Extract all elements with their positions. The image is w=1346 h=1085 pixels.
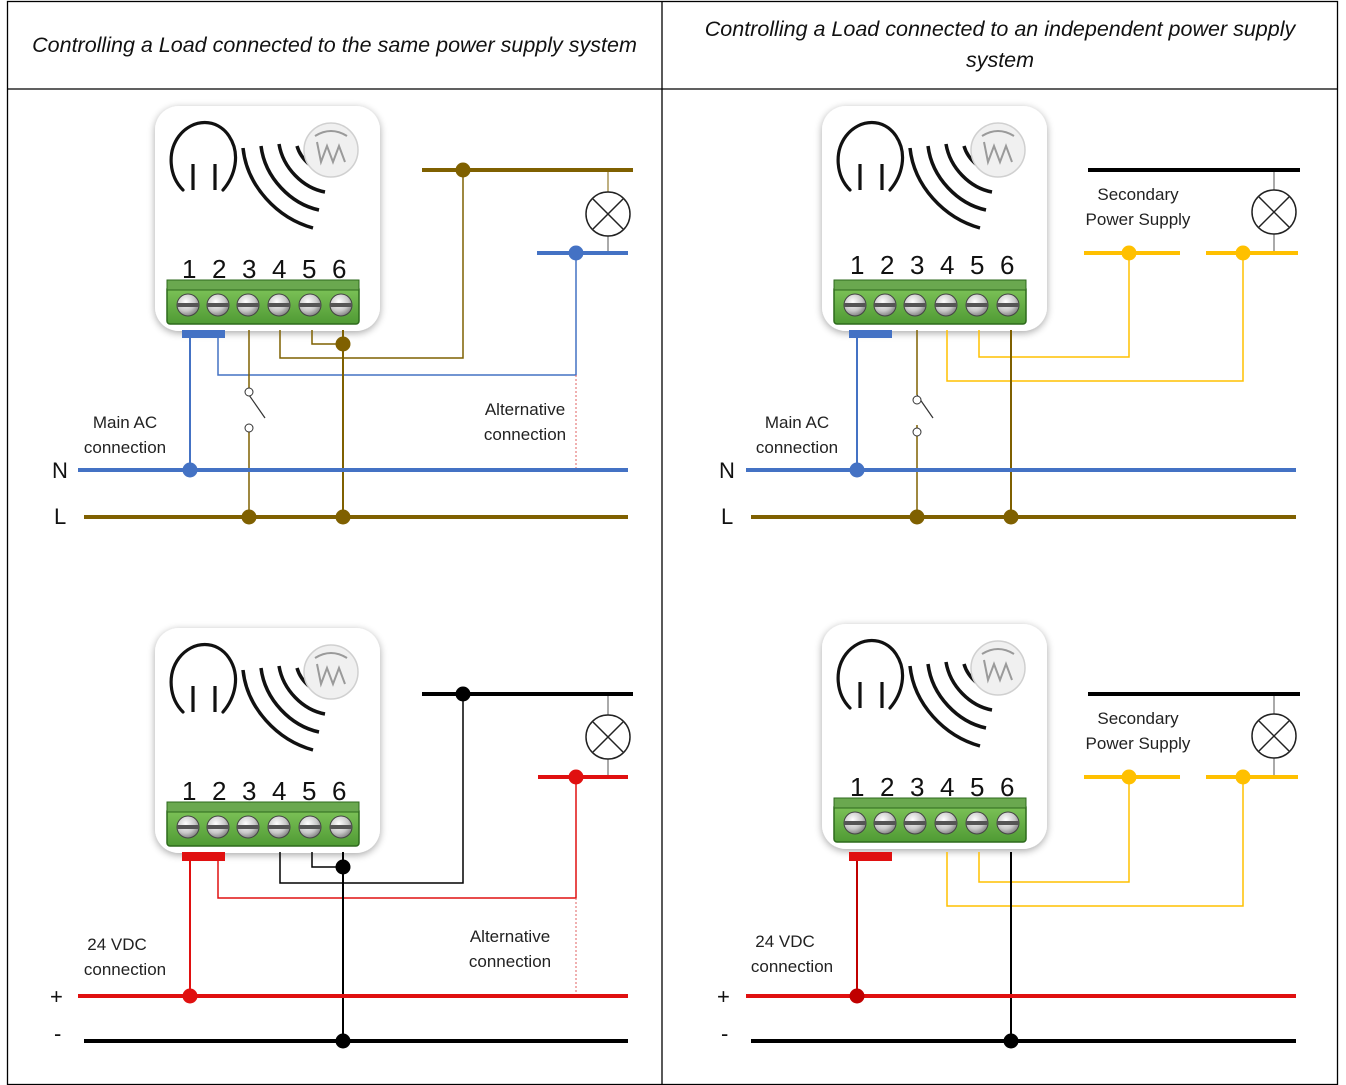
svg-text:connection: connection bbox=[484, 425, 566, 444]
svg-text:connection: connection bbox=[751, 957, 833, 976]
svg-text:5: 5 bbox=[302, 254, 316, 284]
svg-text:Alternative: Alternative bbox=[470, 927, 550, 946]
svg-text:+: + bbox=[50, 984, 63, 1009]
svg-text:3: 3 bbox=[242, 776, 256, 806]
svg-text:Power Supply: Power Supply bbox=[1086, 210, 1191, 229]
terminal-numbers: 1 2 3 4 5 6 bbox=[850, 772, 1014, 802]
svg-text:Power Supply: Power Supply bbox=[1086, 734, 1191, 753]
svg-text:Alternative: Alternative bbox=[485, 400, 565, 419]
svg-text:connection: connection bbox=[756, 438, 838, 457]
svg-text:1: 1 bbox=[850, 250, 864, 280]
svg-text:2: 2 bbox=[212, 254, 226, 284]
svg-text:6: 6 bbox=[1000, 250, 1014, 280]
svg-text:3: 3 bbox=[910, 250, 924, 280]
svg-text:N: N bbox=[719, 458, 735, 483]
svg-text:L: L bbox=[54, 504, 66, 529]
svg-text:4: 4 bbox=[940, 772, 954, 802]
svg-text:connection: connection bbox=[84, 960, 166, 979]
svg-text:5: 5 bbox=[302, 776, 316, 806]
svg-text:L: L bbox=[721, 504, 733, 529]
svg-text:6: 6 bbox=[332, 254, 346, 284]
relay-module bbox=[155, 106, 380, 331]
svg-text:24 VDC: 24 VDC bbox=[755, 932, 815, 951]
svg-text:6: 6 bbox=[1000, 772, 1014, 802]
svg-text:Main AC: Main AC bbox=[765, 413, 829, 432]
svg-text:1: 1 bbox=[182, 254, 196, 284]
svg-text:4: 4 bbox=[272, 254, 286, 284]
svg-text:3: 3 bbox=[242, 254, 256, 284]
svg-text:2: 2 bbox=[880, 772, 894, 802]
svg-text:5: 5 bbox=[970, 250, 984, 280]
lamp-icon bbox=[585, 714, 631, 760]
diagram-dc-same-supply: 1 2 3 4 5 6 bbox=[50, 628, 633, 1049]
svg-text:24 VDC: 24 VDC bbox=[87, 935, 147, 954]
svg-text:Main AC: Main AC bbox=[93, 413, 157, 432]
diagram-ac-same-supply: 1 2 3 4 5 6 bbox=[52, 106, 633, 529]
svg-text:N: N bbox=[52, 458, 68, 483]
svg-text:4: 4 bbox=[940, 250, 954, 280]
svg-text:2: 2 bbox=[212, 776, 226, 806]
relay-module bbox=[822, 624, 1047, 849]
diagram-ac-independent-supply: 1 2 3 4 5 6 bbox=[719, 106, 1300, 529]
svg-text:Secondary: Secondary bbox=[1097, 185, 1179, 204]
header-independent-power-supply: Controlling a Load connected to an indep… bbox=[704, 17, 1296, 72]
svg-text:3: 3 bbox=[910, 772, 924, 802]
header-same-power-supply: Controlling a Load connected to the same… bbox=[32, 32, 637, 57]
diagram-dc-independent-supply: 1 2 3 4 5 6 bbox=[717, 624, 1300, 1049]
svg-text:connection: connection bbox=[469, 952, 551, 971]
svg-text:2: 2 bbox=[880, 250, 894, 280]
svg-text:Secondary: Secondary bbox=[1097, 709, 1179, 728]
svg-text:-: - bbox=[54, 1021, 61, 1046]
svg-text:4: 4 bbox=[272, 776, 286, 806]
svg-text:-: - bbox=[721, 1021, 728, 1046]
terminal-numbers: 1 2 3 4 5 6 bbox=[182, 254, 346, 284]
terminal-numbers: 1 2 3 4 5 6 bbox=[182, 776, 346, 806]
lamp-icon bbox=[1251, 189, 1297, 235]
lamp-icon bbox=[1251, 713, 1297, 759]
lamp-icon bbox=[585, 191, 631, 237]
svg-text:+: + bbox=[717, 984, 730, 1009]
svg-text:6: 6 bbox=[332, 776, 346, 806]
svg-text:5: 5 bbox=[970, 772, 984, 802]
svg-text:1: 1 bbox=[850, 772, 864, 802]
relay-module bbox=[822, 106, 1047, 331]
relay-module bbox=[155, 628, 380, 853]
terminal-numbers: 1 2 3 4 5 6 bbox=[850, 250, 1014, 280]
svg-text:1: 1 bbox=[182, 776, 196, 806]
svg-text:connection: connection bbox=[84, 438, 166, 457]
